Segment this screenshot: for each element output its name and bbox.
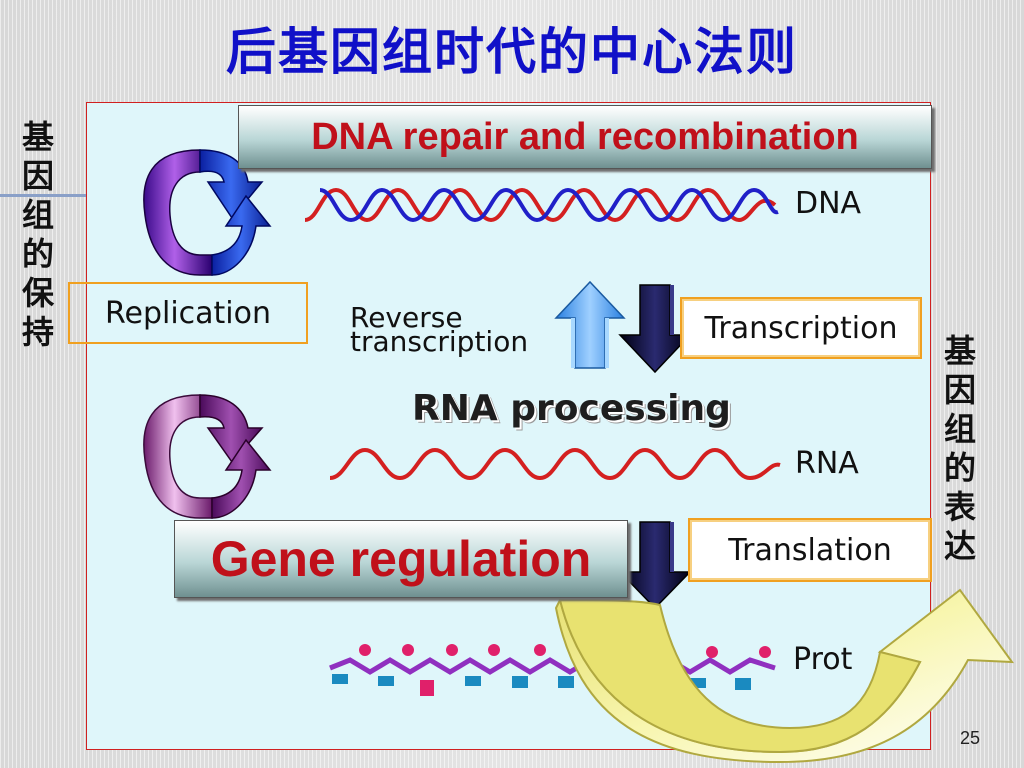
rna-label: RNA xyxy=(795,446,859,481)
dna-double-helix xyxy=(304,187,779,223)
side-label-genome-maintenance: 基因组的保持 xyxy=(21,118,54,351)
reverse-line1: Reverse xyxy=(350,301,463,334)
protein-label: Prot xyxy=(793,642,853,677)
gene-regulation-banner: Gene regulation xyxy=(174,520,628,598)
protein-chain xyxy=(329,644,776,696)
translation-box: Translation xyxy=(688,518,932,582)
dna-label: DNA xyxy=(795,186,862,221)
replication-label: Replication xyxy=(104,295,271,331)
reverse-transcription-arrow xyxy=(554,280,626,369)
feedback-curved-arrow xyxy=(554,588,1015,764)
translation-label: Translation xyxy=(728,532,892,568)
side-label-genome-expression: 基因组的表达 xyxy=(943,332,976,565)
replication-box: Replication xyxy=(68,282,308,344)
transcription-box: Transcription xyxy=(680,297,922,359)
replication-cycle-arrow xyxy=(143,149,272,276)
transcription-arrow xyxy=(618,284,692,374)
rna-processing-label: RNA processing xyxy=(412,388,731,429)
transcription-label: Transcription xyxy=(704,310,898,346)
translation-arrow xyxy=(618,521,692,610)
page-number: 25 xyxy=(960,728,981,748)
dna-repair-banner: DNA repair and recombination xyxy=(238,105,932,169)
reverse-transcription-label: Reverse transcription xyxy=(350,301,529,358)
rna-strand xyxy=(329,447,781,481)
rna-cycle-arrow xyxy=(143,394,272,519)
reverse-line2: transcription xyxy=(350,325,529,358)
left-divider xyxy=(0,194,86,197)
slide-title: 后基因组时代的中心法则 xyxy=(226,23,798,81)
